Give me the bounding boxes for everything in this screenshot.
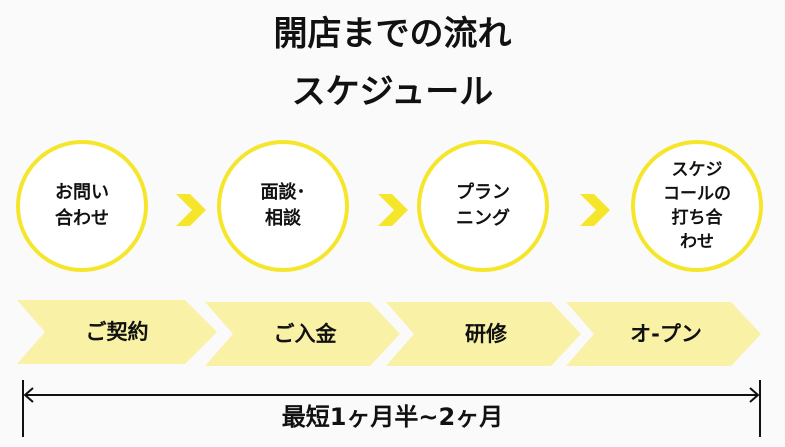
step-circle-planning: プラン ニング (417, 140, 549, 272)
phase-label: ご入金 (273, 322, 337, 346)
title-line-2: スケジュール (291, 72, 494, 112)
phase-payment: ご入金 (205, 302, 405, 366)
phase-open: オ-プン (566, 302, 766, 366)
step-circle-inquiry: お問い 合わせ (16, 140, 148, 272)
phase-training: 研修 (386, 302, 586, 366)
chevron-right-icon (580, 194, 610, 226)
duration-arrow (22, 380, 761, 437)
phase-contract: ご契約 (17, 300, 217, 364)
chevron-right-icon (176, 194, 206, 226)
phase-label: ご契約 (85, 320, 149, 344)
duration-label: 最短1ヶ月半~2ヶ月 (281, 403, 504, 431)
phase-label: 研修 (465, 322, 507, 346)
step-circle-meeting: 面談･ 相談 (217, 140, 349, 272)
phase-label: オ-プン (630, 322, 702, 346)
step-circle-schedule: スケジ コールの 打ち合 わせ (631, 140, 763, 272)
chevron-right-icon (378, 194, 408, 226)
title-line-1: 開店までの流れ (273, 14, 512, 54)
